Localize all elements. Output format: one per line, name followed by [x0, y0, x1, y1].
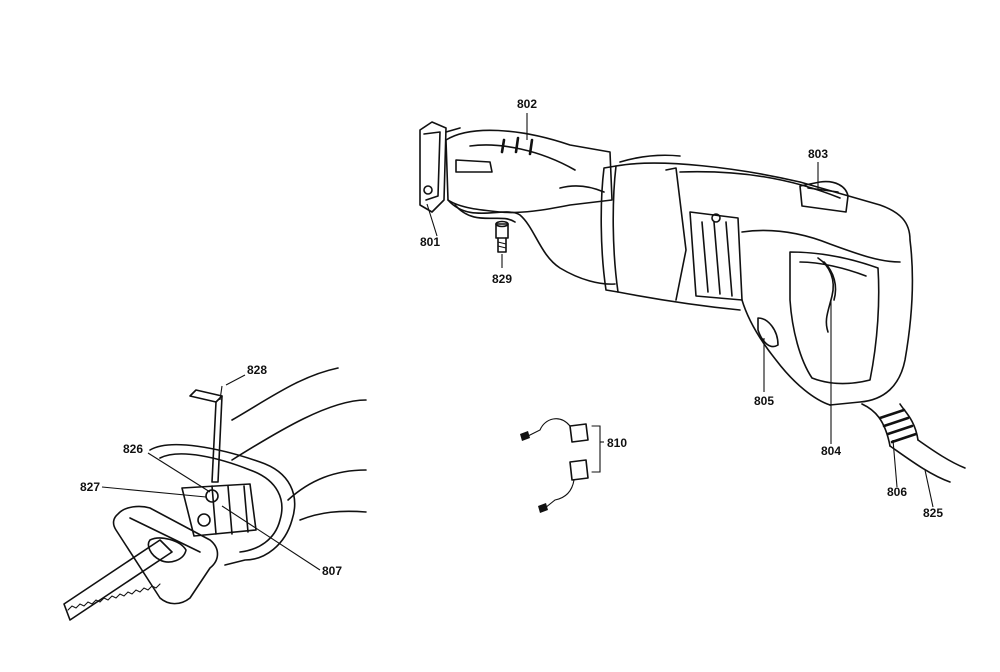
label-826: 826: [123, 442, 143, 456]
label-825: 825: [923, 506, 943, 520]
leader-lines: [101, 113, 934, 571]
label-807: 807: [322, 564, 342, 578]
label-829: 829: [492, 272, 512, 286]
label-804: 804: [821, 444, 841, 458]
label-810: 810: [607, 436, 627, 450]
label-803: 803: [808, 147, 828, 161]
screw-829: [495, 220, 509, 253]
carbon-brush-set-810: [520, 418, 601, 513]
blade-clamp-detail: [63, 367, 367, 621]
reciprocating-saw: [419, 121, 966, 483]
label-805: 805: [754, 394, 774, 408]
label-827: 827: [80, 480, 100, 494]
part-number-labels: 802 803 801 829 805 804 810 806 825 828 …: [80, 97, 943, 578]
label-828: 828: [247, 363, 267, 377]
label-806: 806: [887, 485, 907, 499]
label-802: 802: [517, 97, 537, 111]
label-801: 801: [420, 235, 440, 249]
